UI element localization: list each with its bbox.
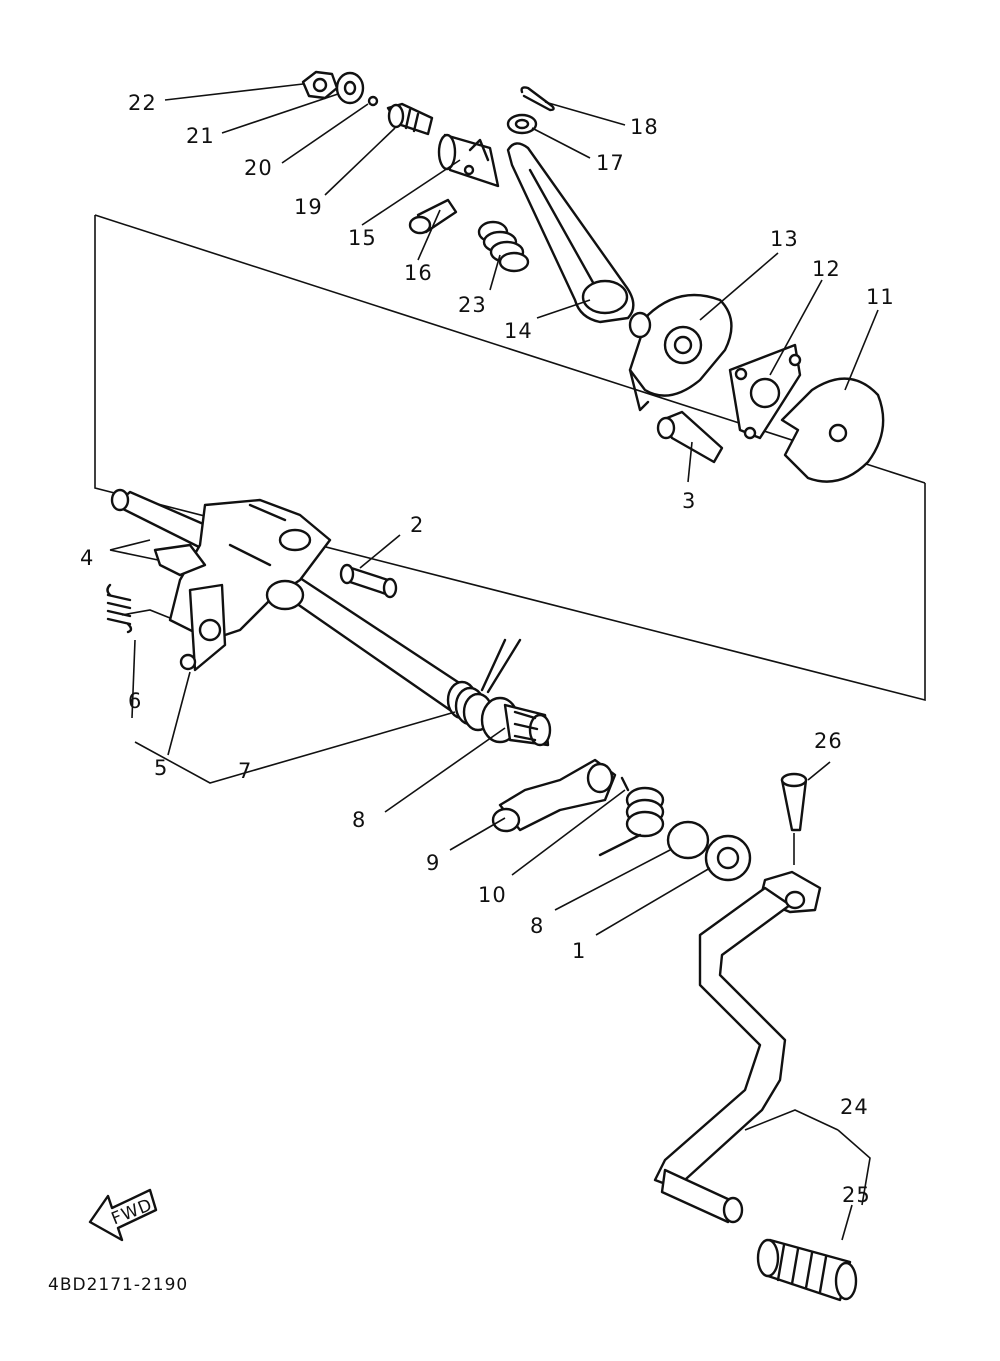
part-3-bolt: [656, 410, 724, 464]
callout-6: 6: [128, 689, 142, 713]
callout-15: 15: [348, 226, 377, 250]
callout-8-upper: 8: [352, 808, 366, 832]
callout-20: 20: [244, 156, 273, 180]
part-26-bolt: [780, 772, 808, 832]
part-21-washer: [335, 71, 365, 105]
callout-13: 13: [770, 227, 799, 251]
callout-7: 7: [238, 759, 252, 783]
part-20-ring: [367, 95, 379, 107]
part-15-joint: [437, 133, 500, 188]
callout-5: 5: [154, 756, 168, 780]
callout-11: 11: [866, 285, 895, 309]
part-10-spring: [598, 776, 665, 857]
part-8-washer: [666, 820, 710, 860]
part-6-spring: [106, 583, 133, 634]
drawing-code: 4BD2171-2190: [48, 1275, 188, 1295]
part-25-rubber: [756, 1238, 858, 1302]
callout-26: 26: [814, 729, 843, 753]
part-13-stopper-plate: [628, 293, 733, 412]
part-8-collar: [480, 696, 552, 747]
callout-12: 12: [812, 257, 841, 281]
callout-24: 24: [840, 1095, 869, 1119]
callout-1: 1: [572, 939, 586, 963]
callout-4: 4: [80, 546, 94, 570]
callout-labels: 22 21 20 19 15 16 23 14 18 17 13 12 11 3…: [80, 91, 895, 1207]
part-4-tabs: [153, 543, 207, 577]
callout-3: 3: [682, 489, 696, 513]
callout-18: 18: [630, 115, 659, 139]
part-9-arm: [491, 758, 617, 833]
part-17-clip: [506, 113, 538, 135]
callout-19: 19: [294, 195, 323, 219]
part-23-spring: [477, 220, 530, 273]
callout-22: 22: [128, 91, 157, 115]
part-16-pin: [408, 198, 458, 235]
part-18-cotter-pin: [520, 86, 555, 112]
part-12-guide-plate: [728, 343, 802, 440]
callout-2: 2: [410, 513, 424, 537]
part-1-collar: [704, 834, 752, 882]
callout-8-lower: 8: [530, 914, 544, 938]
callout-9: 9: [426, 851, 440, 875]
fwd-arrow-icon: FWD: [88, 1188, 158, 1242]
subassembly-frame-top: [94, 214, 926, 484]
callout-17: 17: [596, 151, 625, 175]
callout-23: 23: [458, 293, 487, 317]
callout-16: 16: [404, 261, 433, 285]
part-14-arm: [506, 142, 635, 324]
callout-14: 14: [504, 319, 533, 343]
part-22-nut: [301, 70, 339, 100]
part-5-lever: [179, 583, 227, 672]
part-7-shift-shaft: [110, 488, 472, 712]
callout-10: 10: [478, 883, 507, 907]
shaft-spring: [446, 638, 522, 732]
part-24-shift-pedal: [653, 870, 822, 1190]
subassembly-frame: [94, 215, 926, 702]
callout-25: 25: [842, 1183, 871, 1207]
part-19-bolt: [386, 102, 434, 136]
part-2-pin: [339, 563, 398, 599]
pedal-pin: [660, 1168, 744, 1224]
leader-lines: [109, 83, 879, 1241]
callout-21: 21: [186, 124, 215, 148]
part-11-segment: [780, 377, 885, 483]
